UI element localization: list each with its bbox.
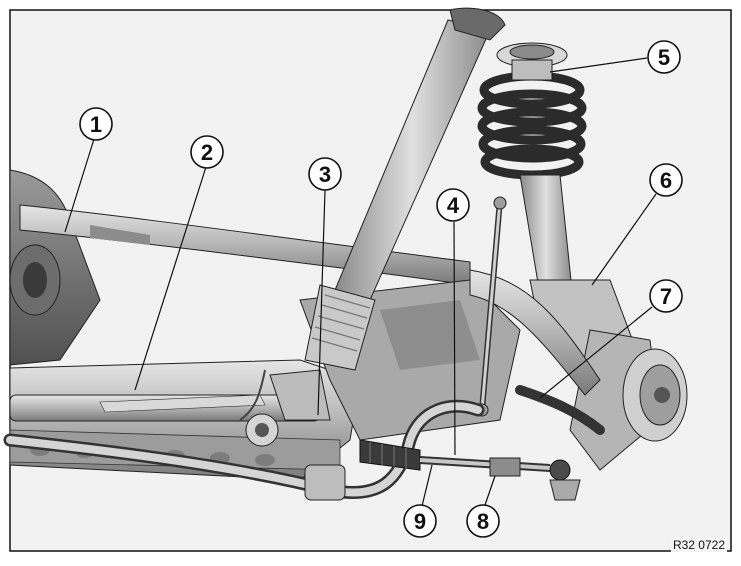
leader-line-3 — [317, 189, 326, 416]
leader-line-8 — [484, 475, 496, 506]
callout-8: 8 — [466, 504, 500, 538]
callout-label-9: 9 — [414, 509, 426, 534]
callout-label-3: 3 — [319, 162, 331, 187]
leader-line-6 — [591, 193, 657, 286]
stabilizer-bar — [3, 399, 485, 501]
stabilizer-link — [475, 196, 507, 417]
callout-4: 4 — [436, 188, 470, 222]
callouts: 1 2 3 4 5 6 7 8 — [79, 40, 683, 538]
coil-spring — [477, 42, 587, 180]
reference-code: R32 0722 — [670, 538, 727, 552]
callout-label-8: 8 — [477, 509, 489, 534]
leader-lines — [64, 57, 657, 507]
tie-rod — [359, 439, 581, 501]
callout-3: 3 — [308, 157, 342, 191]
leader-line-9 — [421, 464, 433, 507]
leader-line-1 — [64, 138, 95, 233]
callout-1: 1 — [79, 107, 113, 141]
callout-6: 6 — [649, 163, 683, 197]
steering-column-shaft — [304, 7, 506, 371]
leader-line-2 — [134, 166, 207, 391]
wheel-carrier — [569, 329, 688, 471]
callout-7: 7 — [649, 279, 683, 313]
callout-label-7: 7 — [660, 284, 672, 309]
callout-label-6: 6 — [660, 168, 672, 193]
leader-line-7 — [539, 306, 653, 399]
callout-9: 9 — [403, 504, 437, 538]
leader-line-5 — [549, 57, 648, 73]
callout-5: 5 — [647, 40, 681, 74]
callout-label-2: 2 — [201, 140, 213, 165]
leader-line-4 — [453, 221, 456, 456]
callout-label-1: 1 — [90, 112, 102, 137]
callout-label-4: 4 — [447, 193, 460, 218]
steering-gear — [9, 369, 331, 447]
callout-label-5: 5 — [658, 45, 670, 70]
callout-2: 2 — [190, 135, 224, 169]
wishbone — [469, 269, 605, 435]
